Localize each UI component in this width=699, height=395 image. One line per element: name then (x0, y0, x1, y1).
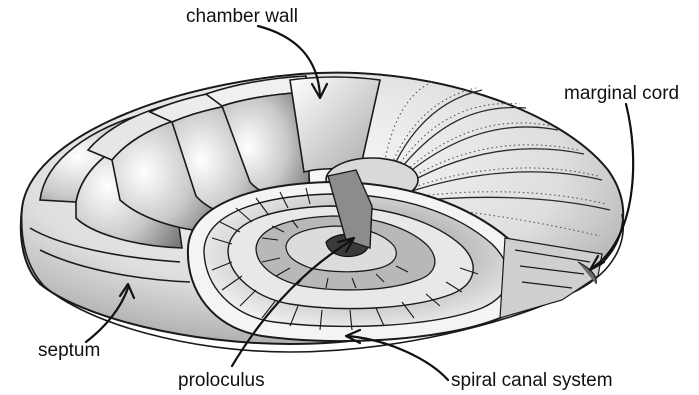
label-chamber-wall: chamber wall (186, 7, 298, 26)
label-marginal-cord: marginal cord (564, 84, 679, 103)
label-septum: septum (38, 341, 100, 360)
label-spiral-canal-system: spiral canal system (451, 371, 613, 390)
label-proloculus: proloculus (178, 371, 265, 390)
